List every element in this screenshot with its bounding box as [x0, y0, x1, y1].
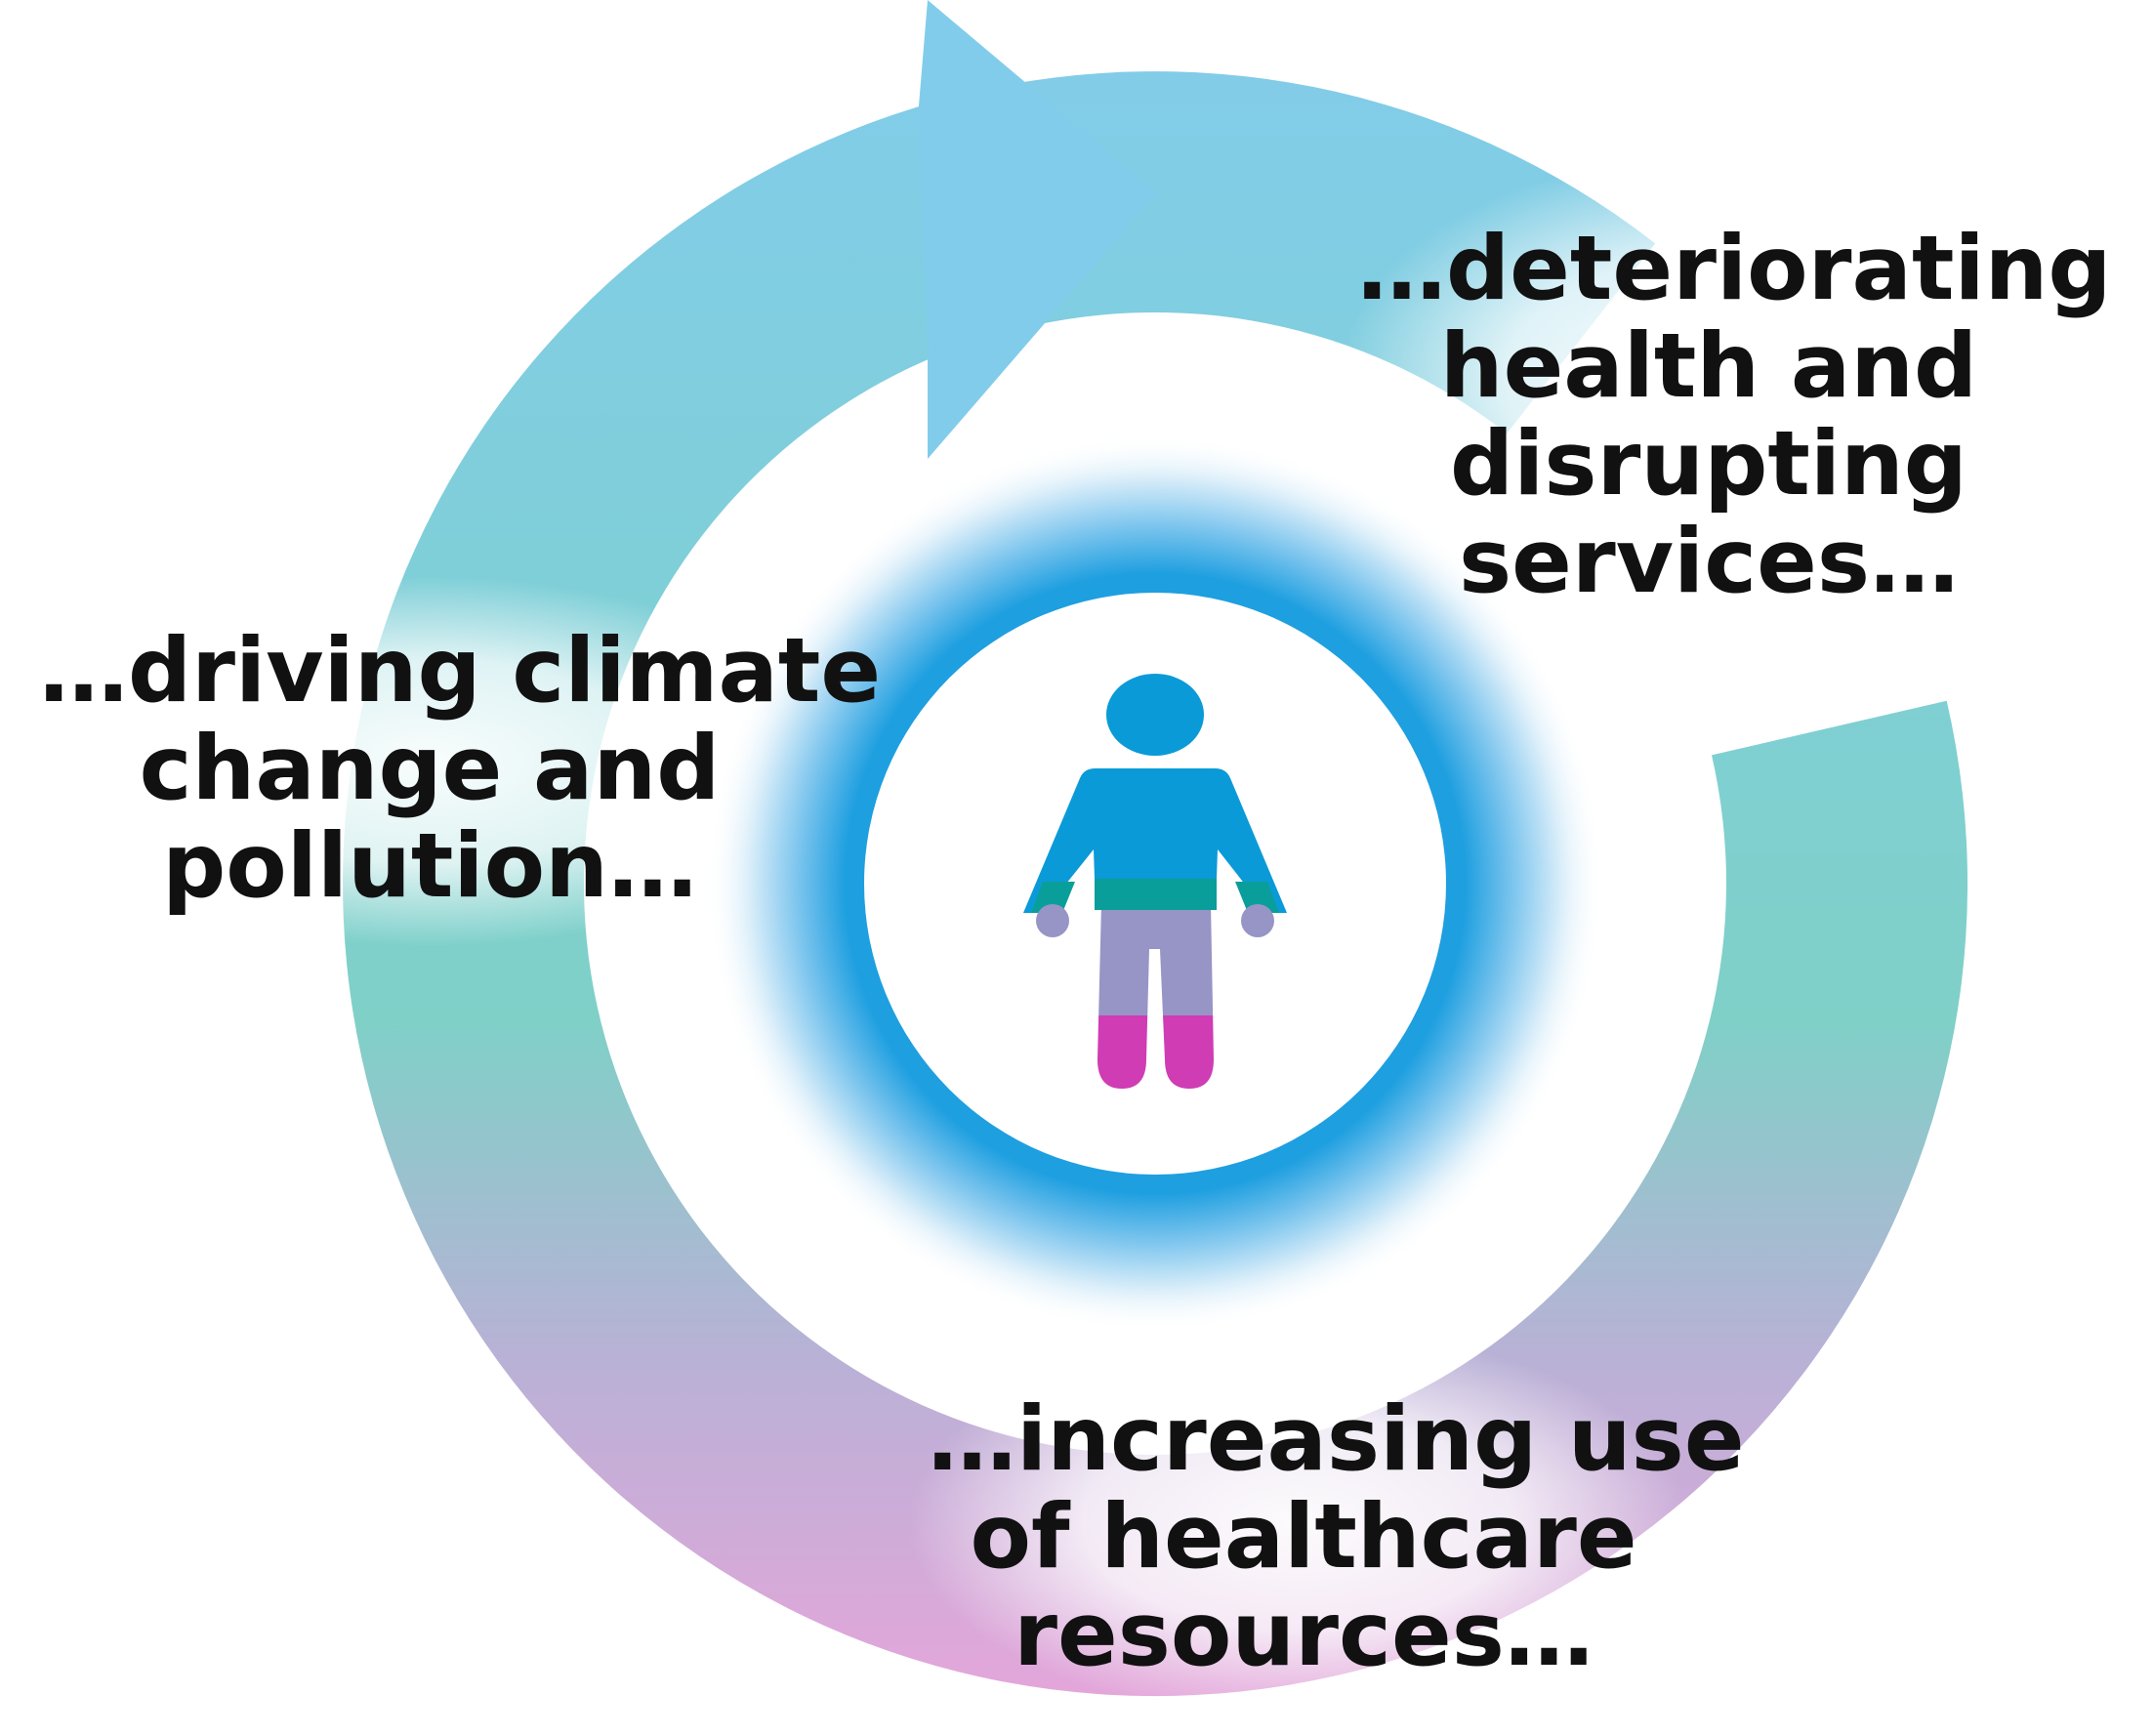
label-line: resources… [1014, 1584, 1594, 1686]
person-torso [1023, 768, 1287, 913]
label-line: disrupting [1450, 413, 1967, 516]
cycle-arrow-band [343, 71, 1968, 1697]
label-highlights [20, 156, 2080, 1718]
label-line: services… [1458, 511, 1960, 613]
label-line: …increasing use [928, 1388, 1745, 1491]
cycle-arrow-head [918, 0, 1157, 459]
label-line: …deteriorating [1357, 218, 2112, 320]
person-left-arm-lower [1031, 882, 1075, 913]
person-right-arm-lower [1235, 882, 1279, 913]
label-driving-climate-change: …driving climate change and pollution… [39, 620, 882, 918]
label-line: health and [1439, 315, 1978, 418]
cycle-arrow-icon [343, 0, 1968, 1697]
person-left-hand [1036, 904, 1069, 937]
label-line: of healthcare [970, 1486, 1637, 1589]
label-deteriorating-health: …deteriorating health and disrupting ser… [1357, 218, 2112, 613]
label-line: change and [139, 718, 721, 820]
label-line: …driving climate [39, 620, 882, 723]
person-right-hand [1241, 904, 1274, 937]
person-waist [1095, 879, 1217, 910]
label-increasing-healthcare-use: …increasing use of healthcare resources… [928, 1388, 1745, 1686]
person-head [1106, 674, 1204, 756]
label-line: pollution… [162, 815, 697, 918]
